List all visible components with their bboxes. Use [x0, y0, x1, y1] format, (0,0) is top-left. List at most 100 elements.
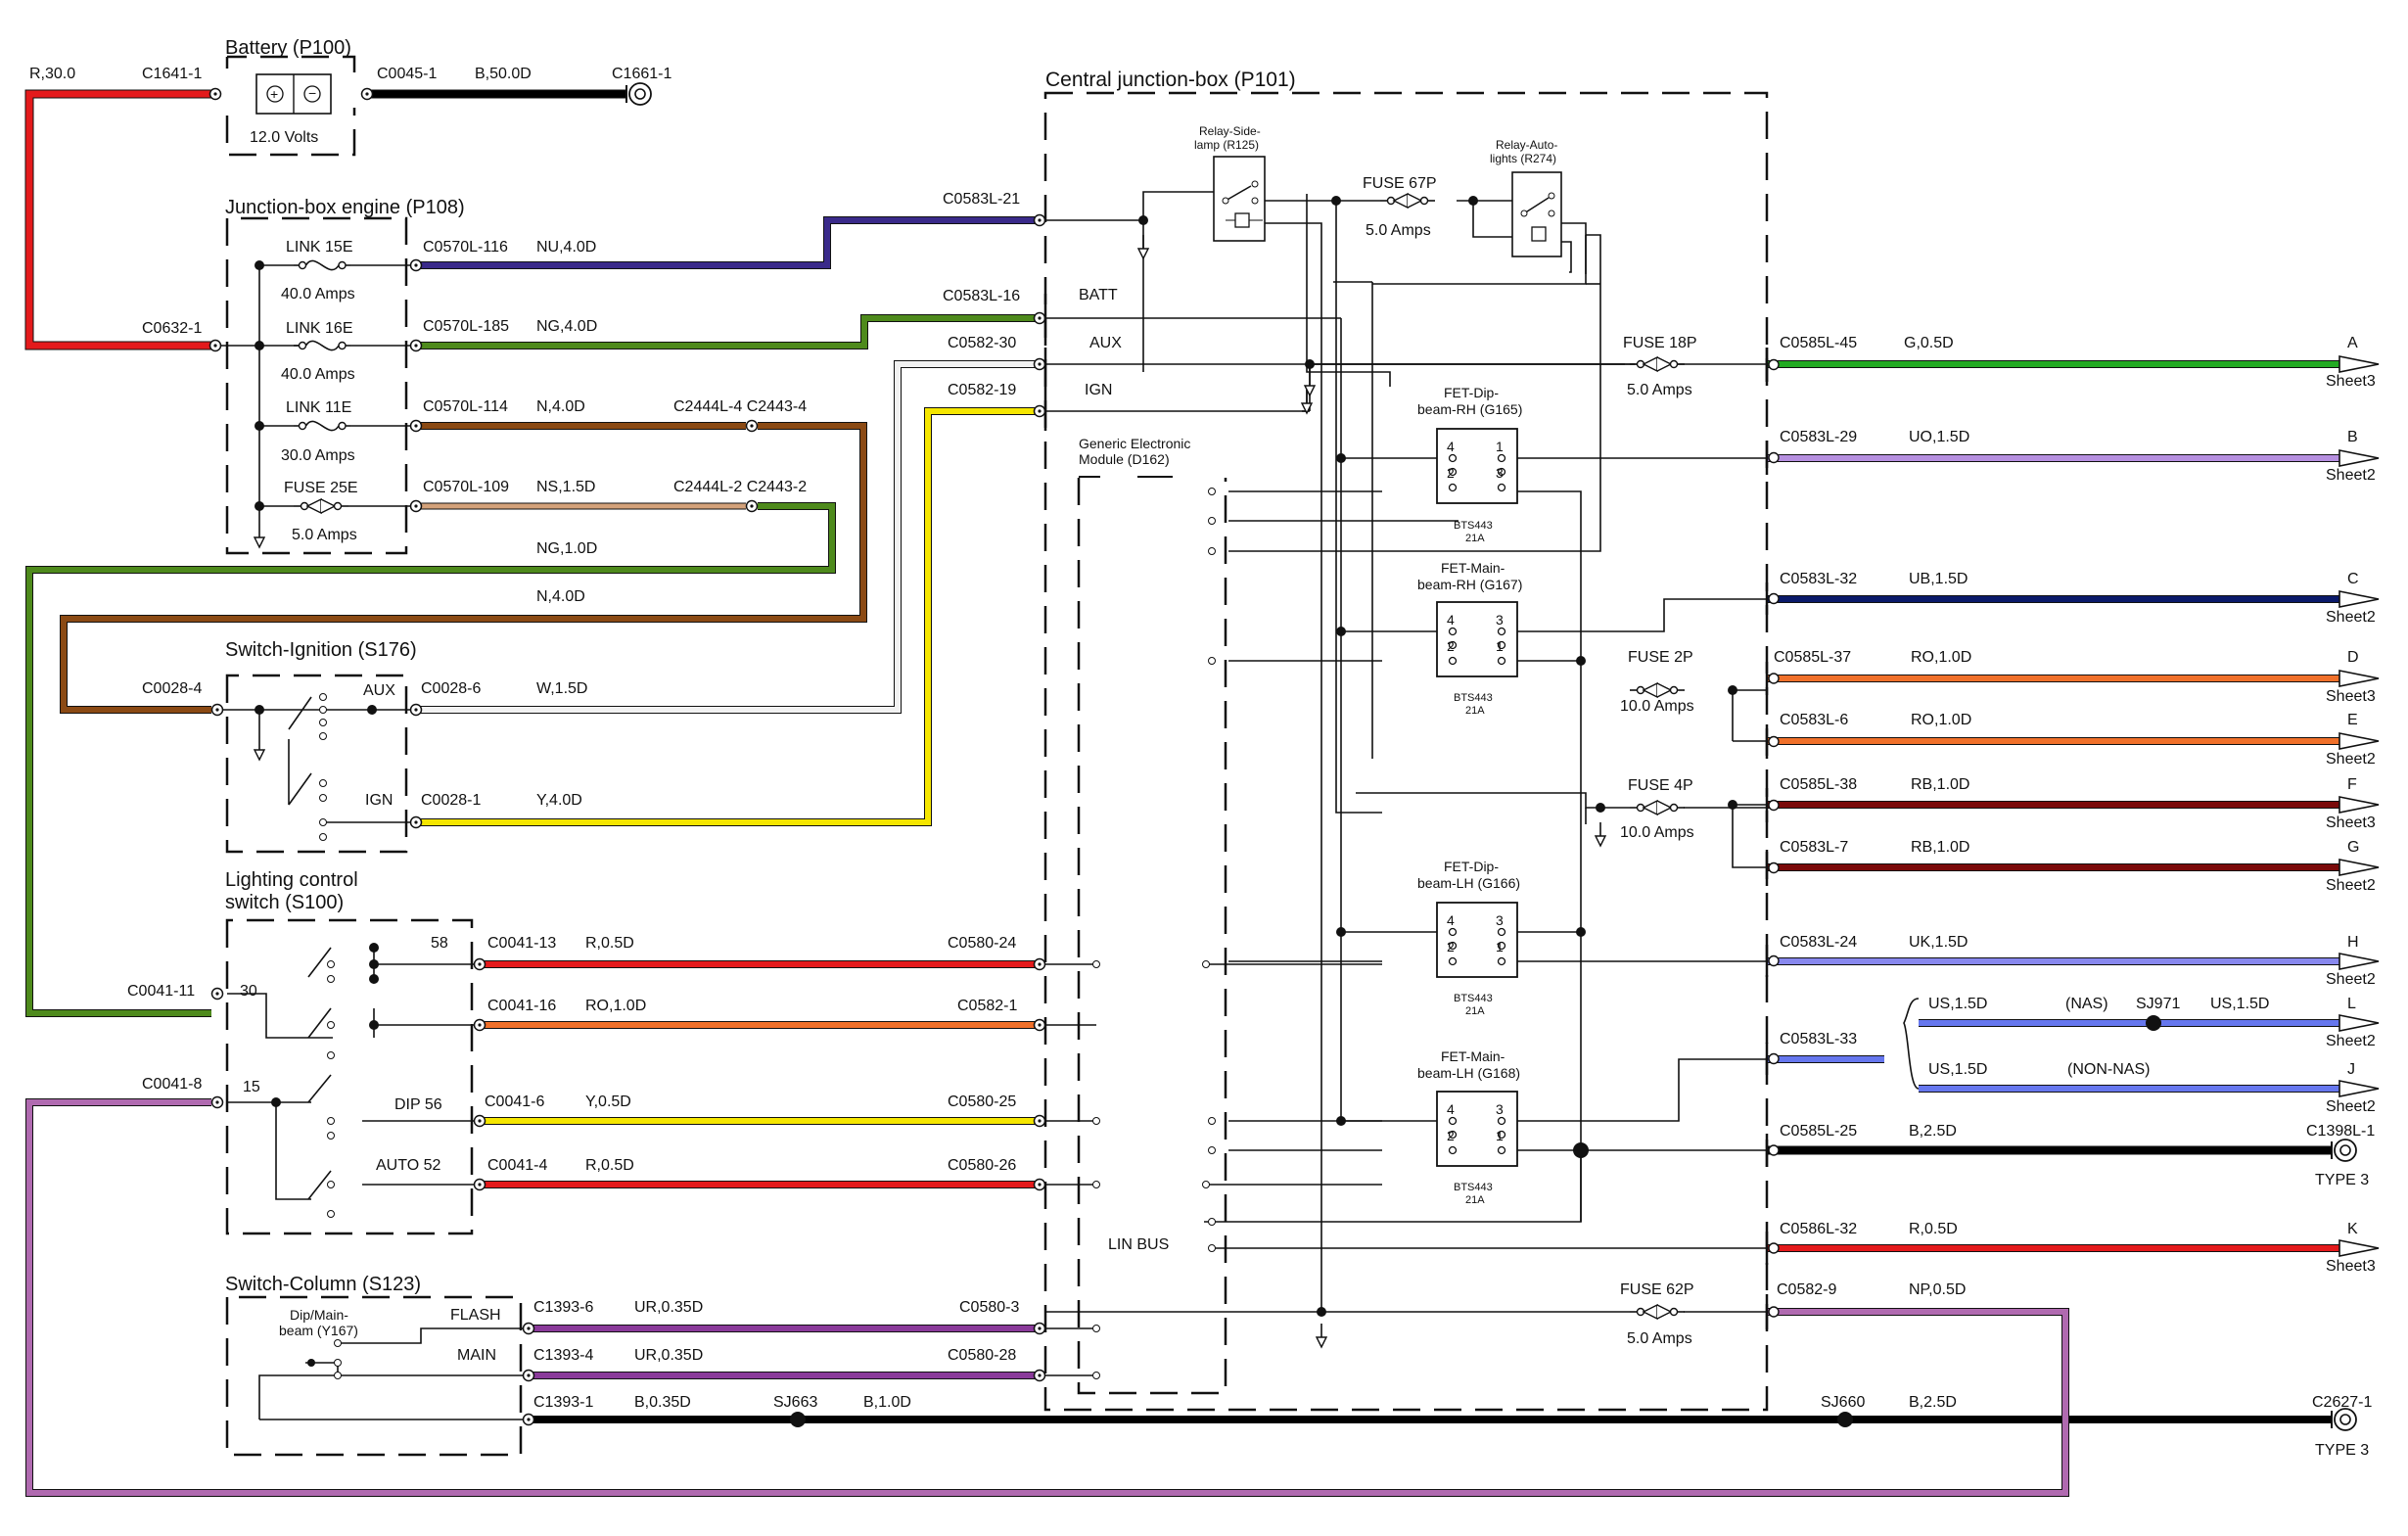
fuse-label: FUSE 25E [284, 480, 358, 496]
plus-icon [266, 85, 284, 103]
junction-engine-title: Junction-box engine (P108) [225, 197, 465, 218]
connector-label: C1393-6 [533, 1299, 593, 1316]
fet-pin-number: 1 [1496, 439, 1504, 454]
wire-label: R,0.5D [1909, 1221, 1958, 1237]
wire-label: Y,4.0D [536, 792, 582, 809]
internal-ign-label: IGN [1085, 382, 1112, 398]
output-letter-b: B [2347, 429, 2358, 445]
output-sheet-a: Sheet3 [2326, 373, 2376, 390]
output-sheet-f: Sheet3 [2326, 815, 2376, 831]
wire-label: NS,1.5D [536, 479, 595, 495]
wire-label: N,4.0D [536, 588, 585, 605]
connector-pin [1768, 673, 1780, 684]
relay-auto-label1: Relay-Auto- [1496, 138, 1557, 152]
connector-label: C0570L-109 [423, 479, 509, 495]
connector-label: C1398L-1 [2306, 1123, 2375, 1140]
wire-label: NG,4.0D [536, 318, 597, 335]
splice-sj660 [1837, 1412, 1853, 1427]
connector-label: C0583L-6 [1780, 712, 1848, 728]
central-junction-box: Central junction-box (P101) [1043, 69, 1769, 1412]
labels: R,30.0 C1641-1 C0045-1 B,50.0D C1661-1 L… [29, 66, 2376, 1459]
wire-label: UK,1.5D [1909, 934, 1968, 951]
wire-label: US,1.5D [1928, 996, 1987, 1012]
connector-label: C0583L-32 [1780, 571, 1857, 587]
connector-c0028-6 [409, 703, 423, 717]
wire-label: B,50.0D [475, 66, 532, 82]
ring-terminal-c1398 [2331, 1139, 2357, 1162]
output-arrow-k [2339, 1239, 2380, 1257]
connector-c0570-114 [409, 419, 423, 433]
internal-aux-label: AUX [1089, 335, 1122, 351]
wire-n-4b [61, 423, 866, 713]
fet-label: beam-LH (G166) [1417, 875, 1520, 891]
connector-c1641 [208, 87, 222, 101]
wire-nu-4 [416, 217, 1040, 268]
wire-label: B,2.5D [1909, 1123, 1957, 1140]
connector-label: C0041-4 [487, 1157, 547, 1174]
wire-w-15 [416, 361, 1040, 713]
fet-pin-number: 1 [1496, 1128, 1504, 1143]
output-arrow-c [2339, 590, 2380, 608]
fet-pin-number: 2 [1447, 939, 1455, 954]
output-arrow-e [2339, 732, 2380, 750]
lin-bus-label: LIN BUS [1108, 1236, 1169, 1253]
connector-c0041-6 [473, 1114, 486, 1128]
fuse-rating: 10.0 Amps [1620, 698, 1694, 715]
wire-label: RB,1.0D [1911, 839, 1969, 856]
wire-label: UR,0.35D [634, 1347, 703, 1364]
output-letter-g: G [2347, 839, 2359, 856]
connector-label: C0028-6 [421, 680, 481, 697]
ring-terminal-c2627 [2331, 1408, 2357, 1431]
lighting-switch-title1: Lighting control [225, 869, 358, 891]
output-arrow-b [2339, 449, 2380, 467]
connector-label: C0041-13 [487, 935, 556, 952]
fet-label: FET-Dip- [1444, 385, 1499, 400]
switch-column-sub1: Dip/Main- [290, 1307, 348, 1323]
fuse-label: FUSE 4P [1628, 777, 1693, 794]
fuse-67p-symbol [1379, 193, 1436, 209]
relay-side-label1: Relay-Side- [1199, 124, 1261, 138]
relay-auto-lights: Relay-Auto- lights (R274) [1490, 138, 1562, 257]
wire-label: G,0.5D [1904, 335, 1954, 351]
internal-lines [215, 191, 1767, 1420]
fuse-label: FUSE 62P [1620, 1281, 1694, 1298]
connector-label: C0632-1 [142, 320, 202, 337]
output-sheet-l: Sheet2 [2326, 1033, 2376, 1049]
fet-pin-number: 2 [1447, 1128, 1455, 1143]
svg-text:+: + [270, 86, 278, 102]
wire-y-4 [416, 408, 1040, 825]
fet-pin-number: 4 [1447, 1101, 1455, 1117]
output-letter-c: C [2347, 571, 2359, 587]
wire-label: RB,1.0D [1911, 776, 1969, 793]
wire-label: UB,1.5D [1909, 571, 1968, 587]
splice-label: SJ971 [2136, 996, 2180, 1012]
fet-label: beam-RH (G165) [1417, 401, 1522, 417]
wire-w-15-outline [416, 360, 1040, 714]
output-sheet-j: Sheet2 [2326, 1098, 2376, 1115]
wire-np-05 [26, 1099, 2068, 1496]
connector-pin [1768, 358, 1780, 371]
lighting-switch-title2: switch (S100) [225, 892, 344, 913]
brace-icon [1903, 998, 1920, 1090]
wire-r-30 [25, 90, 215, 349]
gem-line1: Generic Electronic [1079, 436, 1190, 451]
connector-c0580-28 [1033, 1369, 1046, 1382]
wire-label: N,4.0D [536, 398, 585, 415]
fuse-rating: 5.0 Amps [1627, 1330, 1692, 1347]
fuse-rating: 30.0 Amps [281, 447, 355, 464]
fuse-18p-symbol [1629, 356, 1686, 372]
connector-c0580-25 [1033, 1114, 1046, 1128]
connector-c0582-19 [1033, 404, 1046, 418]
connector-label: C0585L-45 [1780, 335, 1857, 351]
wire-label: (NON-NAS) [2067, 1061, 2150, 1078]
fet-amps: 21A [1465, 1194, 1485, 1206]
minus-icon [303, 85, 321, 103]
connector-label: C1661-1 [612, 66, 671, 82]
connector-c0028-4 [210, 703, 224, 717]
output-letter-h: H [2347, 934, 2359, 951]
output-sheet-d: Sheet3 [2326, 688, 2376, 705]
connector-c0632 [208, 339, 222, 352]
wire-label: UR,0.35D [634, 1299, 703, 1316]
gem-line2: Module (D162) [1079, 451, 1170, 467]
